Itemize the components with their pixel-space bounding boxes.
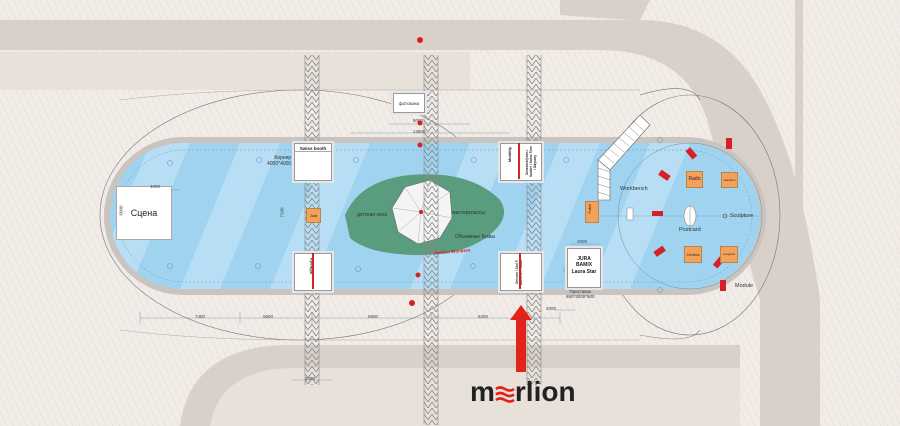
longines-stand: Longines (720, 246, 738, 263)
workbench-shape (626, 207, 634, 221)
swiss-booth-label: Swiss booth (295, 144, 331, 152)
dimension-label: 13600 (413, 129, 426, 134)
jura-booth: JURA BAMIX Laura Star (567, 248, 601, 288)
certina-stand: Certina (684, 246, 702, 263)
postcard-label: Postcard (679, 227, 701, 233)
dimension-label: 5600 (263, 314, 274, 319)
korner-text: Корнер 4000*4000 (267, 155, 292, 167)
logo-wave-icon (495, 385, 515, 403)
mobility-booth: Mobility Swissbeb@atm / Sautter / Swiss … (500, 143, 542, 181)
entrance-arrow (510, 305, 532, 372)
red-dot (417, 142, 423, 148)
red-dot (417, 120, 423, 126)
kids-zone-label: детская зона (357, 212, 387, 218)
pallas-label: Pallas (588, 204, 592, 214)
truss-columns (304, 55, 542, 425)
workshops-label: мастерклассы (452, 210, 486, 216)
logo-m: m (470, 376, 495, 407)
swiss-booth: Swiss booth (294, 143, 332, 181)
dimension-label: 4000 (150, 184, 161, 189)
red-dot (409, 300, 415, 306)
photozone-box: фотозона (393, 93, 425, 113)
red-divider (519, 253, 521, 289)
jura-label: JURA BAMIX Laura Star (571, 256, 597, 275)
module-label: Module (735, 283, 754, 289)
dimension-label: 6300 (478, 314, 489, 319)
juid-stand: Juid (306, 208, 321, 223)
workbench-label: Workbench (620, 186, 648, 192)
stage-box: Сцена (116, 186, 172, 240)
red-dot (417, 37, 423, 43)
red-divider (312, 253, 314, 289)
top-right-label: Swissbeb@atm / Sautter / Swiss Time / Od… (525, 146, 537, 178)
mobility-label: Mobility (507, 147, 512, 163)
dimension-label: 4000 (577, 239, 588, 244)
pallas-stand: Pallas (585, 201, 599, 223)
red-dot (415, 272, 421, 278)
korner-label: Корнер 4000*4000 (267, 155, 292, 167)
rado-stand: Rado (686, 171, 703, 188)
dimension-label: 7100 (279, 207, 285, 218)
dimension-label: 6000 (118, 205, 124, 216)
stage-label: Сцена (130, 208, 158, 218)
hamilton-stand: Hamilton (721, 172, 738, 188)
sculpture-label: Sculpture (730, 213, 754, 219)
dimension-label: 2000 (546, 306, 557, 311)
road-top (0, 20, 820, 426)
photozone-label: фотозона (398, 100, 420, 106)
dimension-label: 4000 (305, 376, 316, 381)
red-divider (518, 143, 520, 179)
volume-letters-label: Объемные буквы (455, 234, 496, 240)
logo-rest: rlion (514, 376, 576, 407)
dimension-label: 8000 (413, 118, 424, 123)
dimension-label: 6500 (368, 314, 379, 319)
staircase (597, 114, 651, 201)
unicorn-booth: Unicorn / Carl F. Bucherer / Sutter (500, 253, 542, 291)
red-dot (419, 210, 423, 214)
pristavok-label: Приставок 650*3000*500 (566, 289, 595, 299)
dimension-label: 7400 (195, 314, 206, 319)
